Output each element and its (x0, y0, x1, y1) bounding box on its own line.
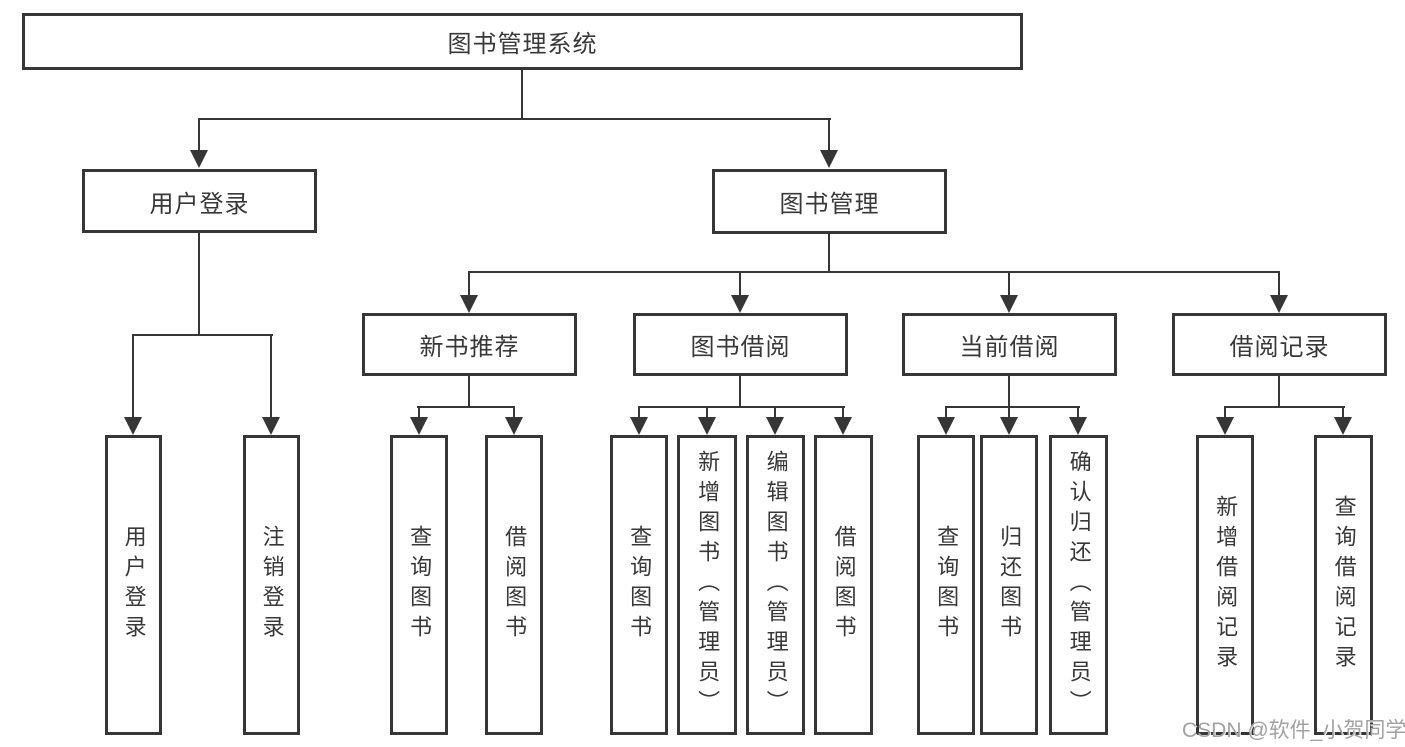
node-book-borrowing: 图书借阅 (633, 313, 848, 376)
arrowhead-icon (410, 417, 428, 435)
arrowhead-icon (1216, 417, 1234, 435)
connector-line (774, 406, 776, 419)
arrowhead-icon (698, 417, 716, 435)
connector-line (468, 271, 470, 297)
connector-line (468, 375, 470, 408)
arrowhead-icon (731, 295, 749, 313)
connector-line (198, 232, 200, 336)
connector-line (132, 334, 134, 418)
arrowhead-icon (124, 417, 142, 435)
connector-line (198, 118, 200, 152)
leaf-borrow-books: 借阅图书 (485, 435, 543, 735)
leaf-label: 借阅图书 (831, 525, 857, 645)
connector-line (1224, 406, 1345, 408)
leaf-user-login: 用户登录 (105, 435, 162, 735)
leaf-query-books: 查询图书 (390, 435, 448, 735)
leaf-label: 注销登录 (259, 525, 285, 645)
leaf-label: 查询图书 (627, 525, 653, 645)
connector-line (828, 118, 830, 152)
arrowhead-icon (1334, 417, 1352, 435)
leaf-query-books-current: 查询图书 (917, 435, 975, 735)
connector-line (638, 406, 640, 419)
connector-line (638, 406, 845, 408)
arrowhead-icon (1069, 417, 1087, 435)
arrowhead-icon (630, 417, 648, 435)
connector-line (828, 233, 830, 273)
connector-line (418, 406, 420, 419)
leaf-label: 查询图书 (407, 525, 433, 645)
connector-line (945, 406, 947, 419)
connector-line (706, 406, 708, 419)
arrowhead-icon (190, 150, 208, 168)
arrowhead-icon (505, 417, 523, 435)
connector-line (1224, 406, 1226, 419)
leaf-label: 归还图书 (997, 525, 1023, 645)
connector-line (739, 271, 741, 297)
connector-line (1278, 375, 1280, 408)
leaf-query-books-borrow: 查询图书 (610, 435, 668, 735)
arrowhead-icon (937, 417, 955, 435)
connector-line (1008, 375, 1010, 408)
connector-line (739, 375, 741, 408)
connector-line (1342, 406, 1344, 419)
arrowhead-icon (460, 295, 478, 313)
leaf-edit-book-admin: 编辑图书（管理员） (746, 435, 805, 735)
arrowhead-icon (1000, 295, 1018, 313)
node-book-management: 图书管理 (712, 169, 947, 234)
node-user-login: 用户登录 (82, 169, 317, 233)
connector-line (198, 118, 831, 120)
leaf-borrow-books-2: 借阅图书 (814, 435, 873, 735)
arrowhead-icon (766, 417, 784, 435)
connector-line (513, 406, 515, 419)
connector-line (1077, 406, 1079, 419)
leaf-add-borrow-record: 新增借阅记录 (1196, 435, 1254, 735)
leaf-label: 编辑图书（管理员） (763, 450, 789, 720)
leaf-return-book: 归还图书 (980, 435, 1038, 735)
connector-line (842, 406, 844, 419)
leaf-logout: 注销登录 (243, 435, 300, 735)
arrowhead-icon (820, 150, 838, 168)
leaf-label: 查询借阅记录 (1331, 495, 1357, 675)
connector-line (1008, 271, 1010, 297)
connector-line (1278, 271, 1280, 297)
leaf-label: 借阅图书 (502, 525, 528, 645)
node-borrowing-records: 借阅记录 (1172, 313, 1387, 376)
connector-line (270, 334, 272, 418)
leaf-label: 新增图书（管理员） (695, 450, 721, 720)
node-system-root: 图书管理系统 (22, 13, 1023, 70)
connector-line (132, 334, 273, 336)
node-new-book-recommend: 新书推荐 (362, 313, 577, 376)
node-current-borrowing: 当前借阅 (902, 313, 1117, 376)
arrowhead-icon (1000, 417, 1018, 435)
connector-line (417, 406, 515, 408)
leaf-query-borrow-record: 查询借阅记录 (1314, 435, 1373, 735)
leaf-label: 查询图书 (934, 525, 960, 645)
arrowhead-icon (1270, 295, 1288, 313)
leaf-confirm-return-admin: 确认归还（管理员） (1049, 435, 1108, 735)
connector-line (521, 68, 523, 120)
leaf-label: 确认归还（管理员） (1066, 450, 1092, 720)
leaf-add-book-admin: 新增图书（管理员） (677, 435, 737, 735)
leaf-label: 新增借阅记录 (1213, 495, 1239, 675)
arrowhead-icon (834, 417, 852, 435)
leaf-label: 用户登录 (121, 525, 147, 645)
connector-line (468, 271, 1280, 273)
connector-line (1008, 406, 1010, 419)
csdn-watermark: CSDN @软件_小贺同学 (1182, 719, 1405, 742)
arrowhead-icon (262, 417, 280, 435)
connector-line (945, 406, 1080, 408)
